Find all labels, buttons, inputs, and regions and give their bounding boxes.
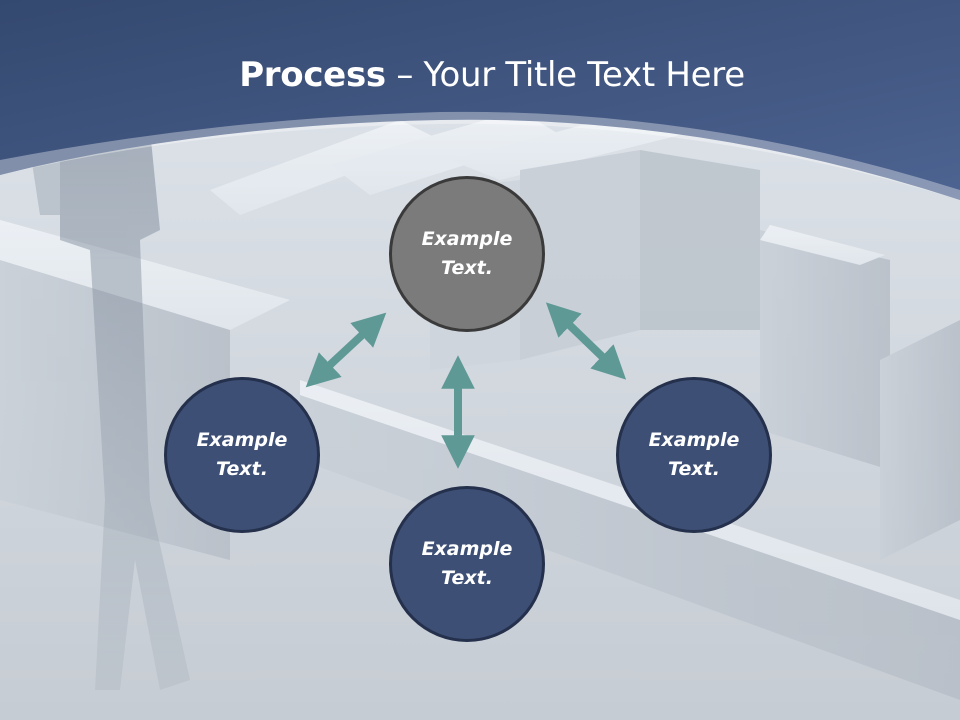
- bottom-node: Example Text.: [389, 486, 545, 642]
- right-node-line1: Example: [648, 429, 740, 451]
- arrow-center-left: [305, 312, 387, 388]
- right-node: Example Text.: [616, 377, 772, 533]
- title-bold-text: Process: [239, 55, 386, 95]
- title-rest-text: – Your Title Text Here: [385, 55, 745, 95]
- right-node-line2: Text.: [668, 458, 720, 480]
- slide-title: Process – Your Title Text Here: [0, 52, 960, 98]
- arrow-center-right: [545, 302, 627, 380]
- bottom-node-line1: Example: [421, 538, 513, 560]
- bottom-node-line2: Text.: [441, 567, 493, 589]
- center-node-line1: Example: [421, 228, 513, 250]
- left-node: Example Text.: [164, 377, 320, 533]
- center-node-line2: Text.: [441, 257, 493, 279]
- left-node-line1: Example: [196, 429, 288, 451]
- center-node: Example Text.: [389, 176, 545, 332]
- left-node-line2: Text.: [216, 458, 268, 480]
